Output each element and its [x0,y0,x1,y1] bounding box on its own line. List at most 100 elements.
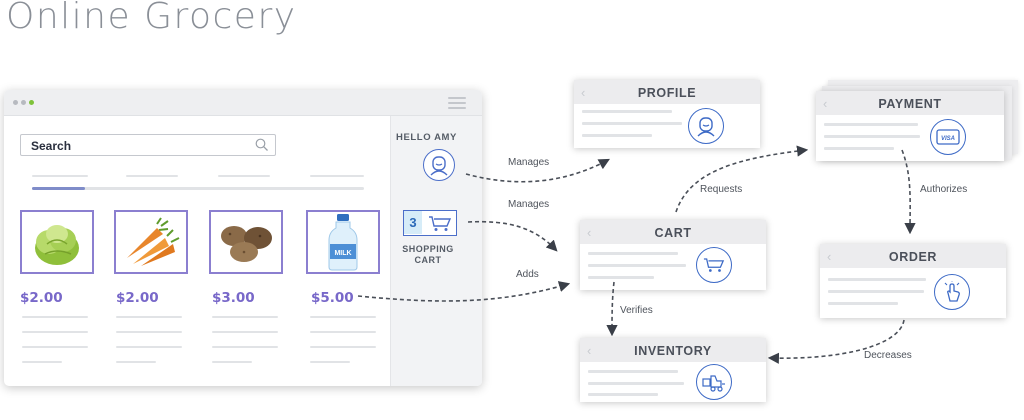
chevron-left-icon[interactable]: ‹ [587,343,592,358]
card-line [828,302,898,305]
profile-card-title: PROFILE [637,86,697,100]
price-potatoes: $3.00 [212,290,255,306]
desc-line [22,331,88,333]
desc-line [212,346,278,348]
user-icon [430,156,448,176]
shopping-cart-button[interactable]: 3 [403,210,457,236]
payment-card: ‹ PAYMENT VISA [816,91,1004,161]
chevron-left-icon[interactable]: ‹ [827,249,832,264]
card-line [824,135,920,138]
inventory-card: ‹ INVENTORY [580,338,766,402]
search-placeholder: Search [31,139,72,153]
visa-logo: VISA [941,136,955,142]
user-icon [697,117,715,137]
price-milk: $5.00 [311,290,354,306]
tap-hand-icon [944,281,960,302]
payment-icon-circle[interactable]: VISA [930,119,966,155]
desc-line [212,331,278,333]
arrow-manages-profile [465,158,610,183]
product-card-milk[interactable]: MILK [306,210,380,274]
forklift-icon [702,375,725,392]
label-authorizes: Authorizes [920,184,968,195]
hamburger-menu-icon[interactable] [448,97,466,112]
desc-line [116,331,182,333]
category-progress-bar [32,187,364,190]
desc-line [116,346,182,348]
desc-line [116,361,156,363]
desc-line [116,316,182,318]
card-line [588,370,678,373]
cart-card: ‹ CART [580,220,766,290]
desc-line [22,361,62,363]
product-card-carrots[interactable] [114,210,188,274]
order-card-title: ORDER [888,250,938,264]
product-card-potatoes[interactable] [209,210,283,274]
price-lettuce: $2.00 [20,290,63,306]
card-header: ‹ INVENTORY [580,338,766,362]
card-line [828,278,926,281]
arrow-manages-cart [467,220,558,252]
chevron-left-icon[interactable]: ‹ [823,96,828,111]
desc-line [212,316,278,318]
card-line [582,122,682,125]
window-dot-1[interactable] [13,100,18,105]
milk-label: MILK [334,250,351,257]
chevron-left-icon[interactable]: ‹ [581,85,586,100]
label-decreases: Decreases [864,350,912,361]
arrow-decreases [767,319,905,364]
chevron-left-icon[interactable]: ‹ [587,225,592,240]
window-titlebar [4,90,482,116]
card-line [588,252,678,255]
search-input[interactable]: Search [20,134,276,156]
arrow-requests [675,145,809,213]
profile-icon-circle[interactable] [688,108,724,144]
card-line [582,134,652,137]
credit-card-icon: VISA [936,129,960,145]
desc-line [22,346,88,348]
payment-card-title: PAYMENT [878,97,942,111]
label-adds: Adds [516,269,539,280]
card-line [828,290,924,293]
desc-line [22,316,88,318]
progress-fill [32,187,86,190]
desc-line [212,361,252,363]
product-card-lettuce[interactable] [20,210,94,274]
shopping-cart-label: SHOPPING CART [402,244,454,265]
price-carrots: $2.00 [116,290,159,306]
card-line [824,123,918,126]
arrow-adds [357,281,571,302]
label-manages-profile: Manages [508,157,550,168]
user-avatar[interactable] [423,149,455,181]
cart-icon-circle[interactable] [696,247,732,283]
card-line [582,110,672,113]
tab-line[interactable] [32,175,88,177]
tab-line[interactable] [310,175,364,177]
carrots-icon [127,217,180,266]
milk-bottle-icon: MILK [328,214,358,271]
inventory-icon-circle[interactable] [696,364,732,400]
card-line [588,264,686,267]
tab-line[interactable] [218,175,270,177]
arrow-verifies [606,281,618,337]
potatoes-icon [221,226,272,262]
order-icon-circle[interactable] [934,274,970,310]
card-header: ‹ ORDER [820,244,1006,268]
label-verifies: Verifies [620,305,653,316]
label-requests: Requests [700,184,743,195]
card-header: ‹ CART [580,220,766,244]
cart-icon [429,216,452,231]
cart-icon [703,258,725,272]
window-dot-3[interactable] [29,100,34,105]
cart-count-badge: 3 [404,211,422,234]
card-header: ‹ PROFILE [574,80,760,104]
desc-line [310,346,376,348]
profile-card: ‹ PROFILE [574,80,760,148]
window-dot-2[interactable] [21,100,26,105]
search-icon[interactable] [255,138,269,152]
label-manages-cart: Manages [508,199,550,210]
tab-line[interactable] [126,175,178,177]
card-line [588,276,654,279]
desc-line [310,331,376,333]
card-line [588,382,684,385]
